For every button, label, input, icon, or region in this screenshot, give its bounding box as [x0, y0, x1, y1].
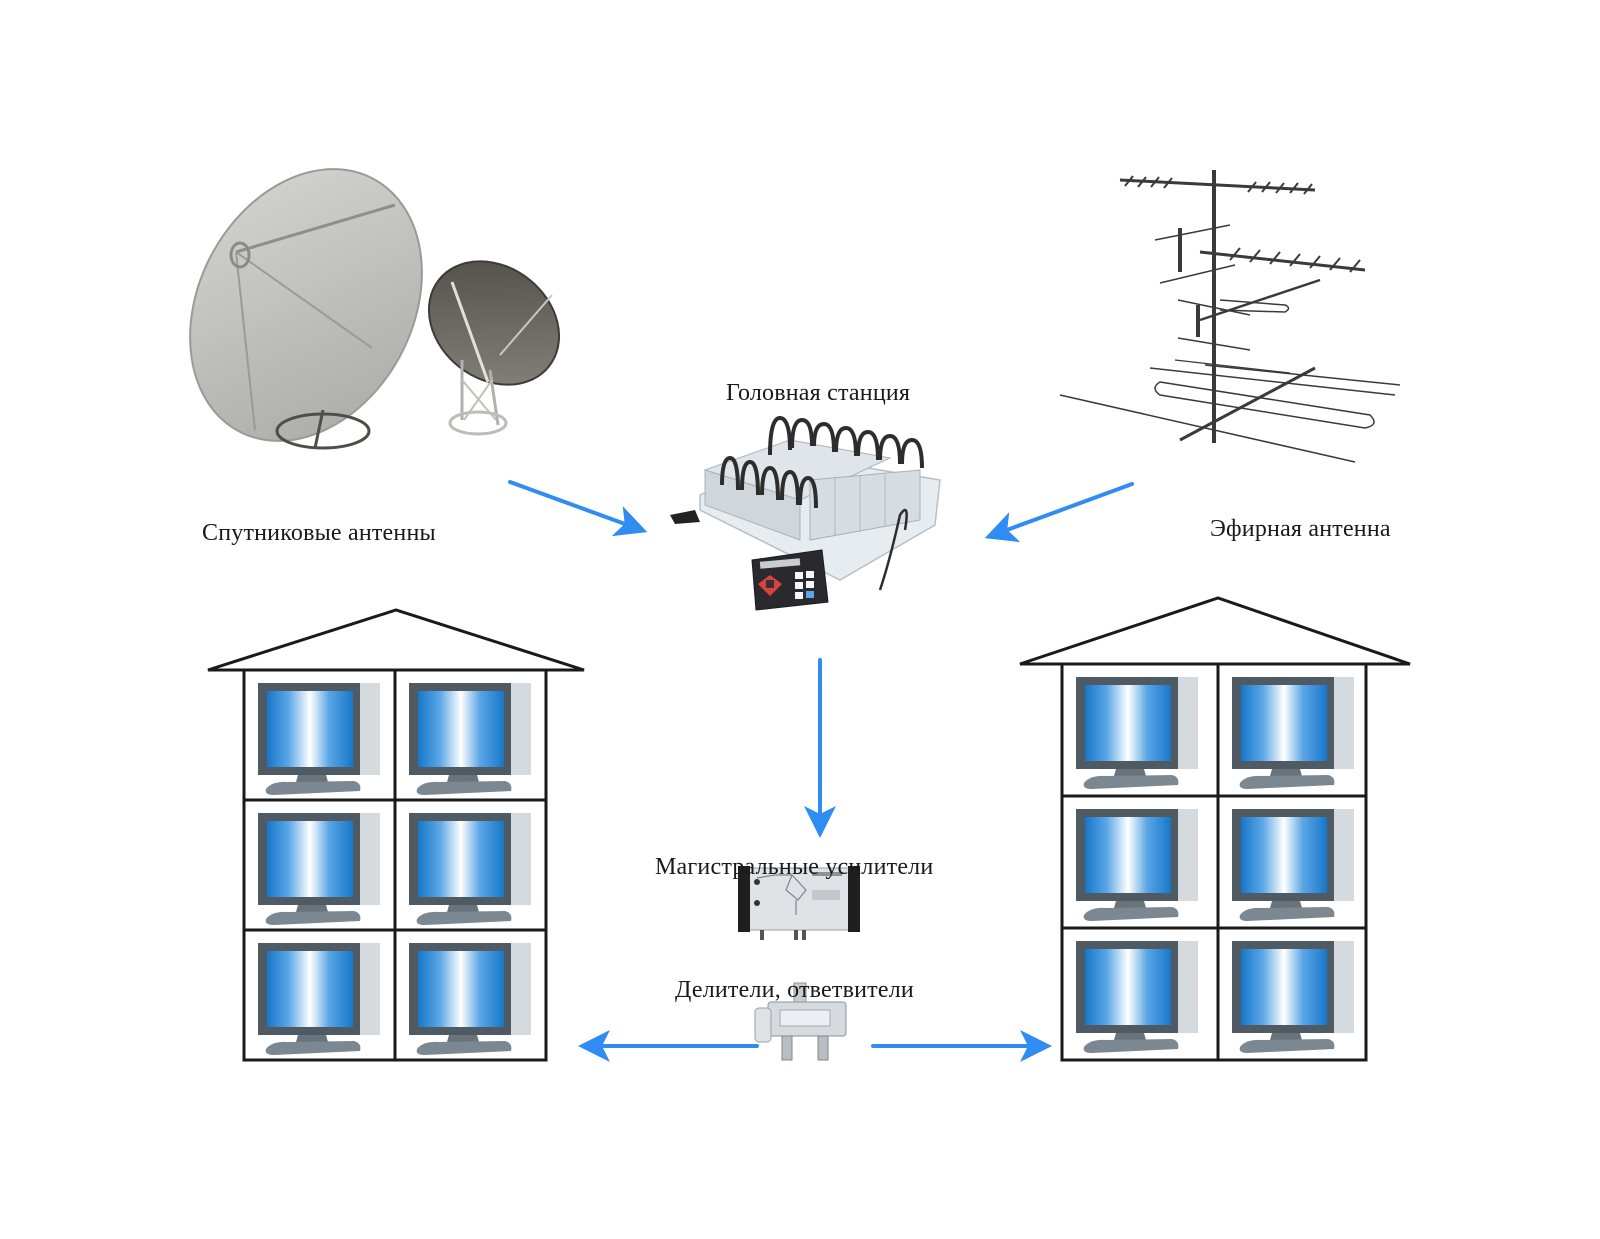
splitter-icon [754, 982, 847, 1061]
satellite-dish-icon [189, 168, 561, 450]
headend-station-icon [670, 415, 941, 611]
arrow-satellite-to-headend [508, 480, 648, 537]
trunk-amplifier-icon [738, 866, 860, 940]
building-left [207, 608, 585, 1062]
arrow-antenna-to-headend [984, 482, 1134, 543]
building-right [1019, 596, 1411, 1062]
terrestrial-antenna-label: Эфирная антенна [1210, 516, 1391, 542]
satellite-antennas-label: Спутниковые антенны [202, 520, 436, 546]
trunk-amplifiers-label: Магистральные усилители [655, 854, 934, 880]
splitters-taps-label: Делители, ответвители [675, 977, 914, 1003]
tv-antenna-icon [1059, 170, 1401, 463]
headend-station-label: Головная станция [726, 380, 911, 406]
